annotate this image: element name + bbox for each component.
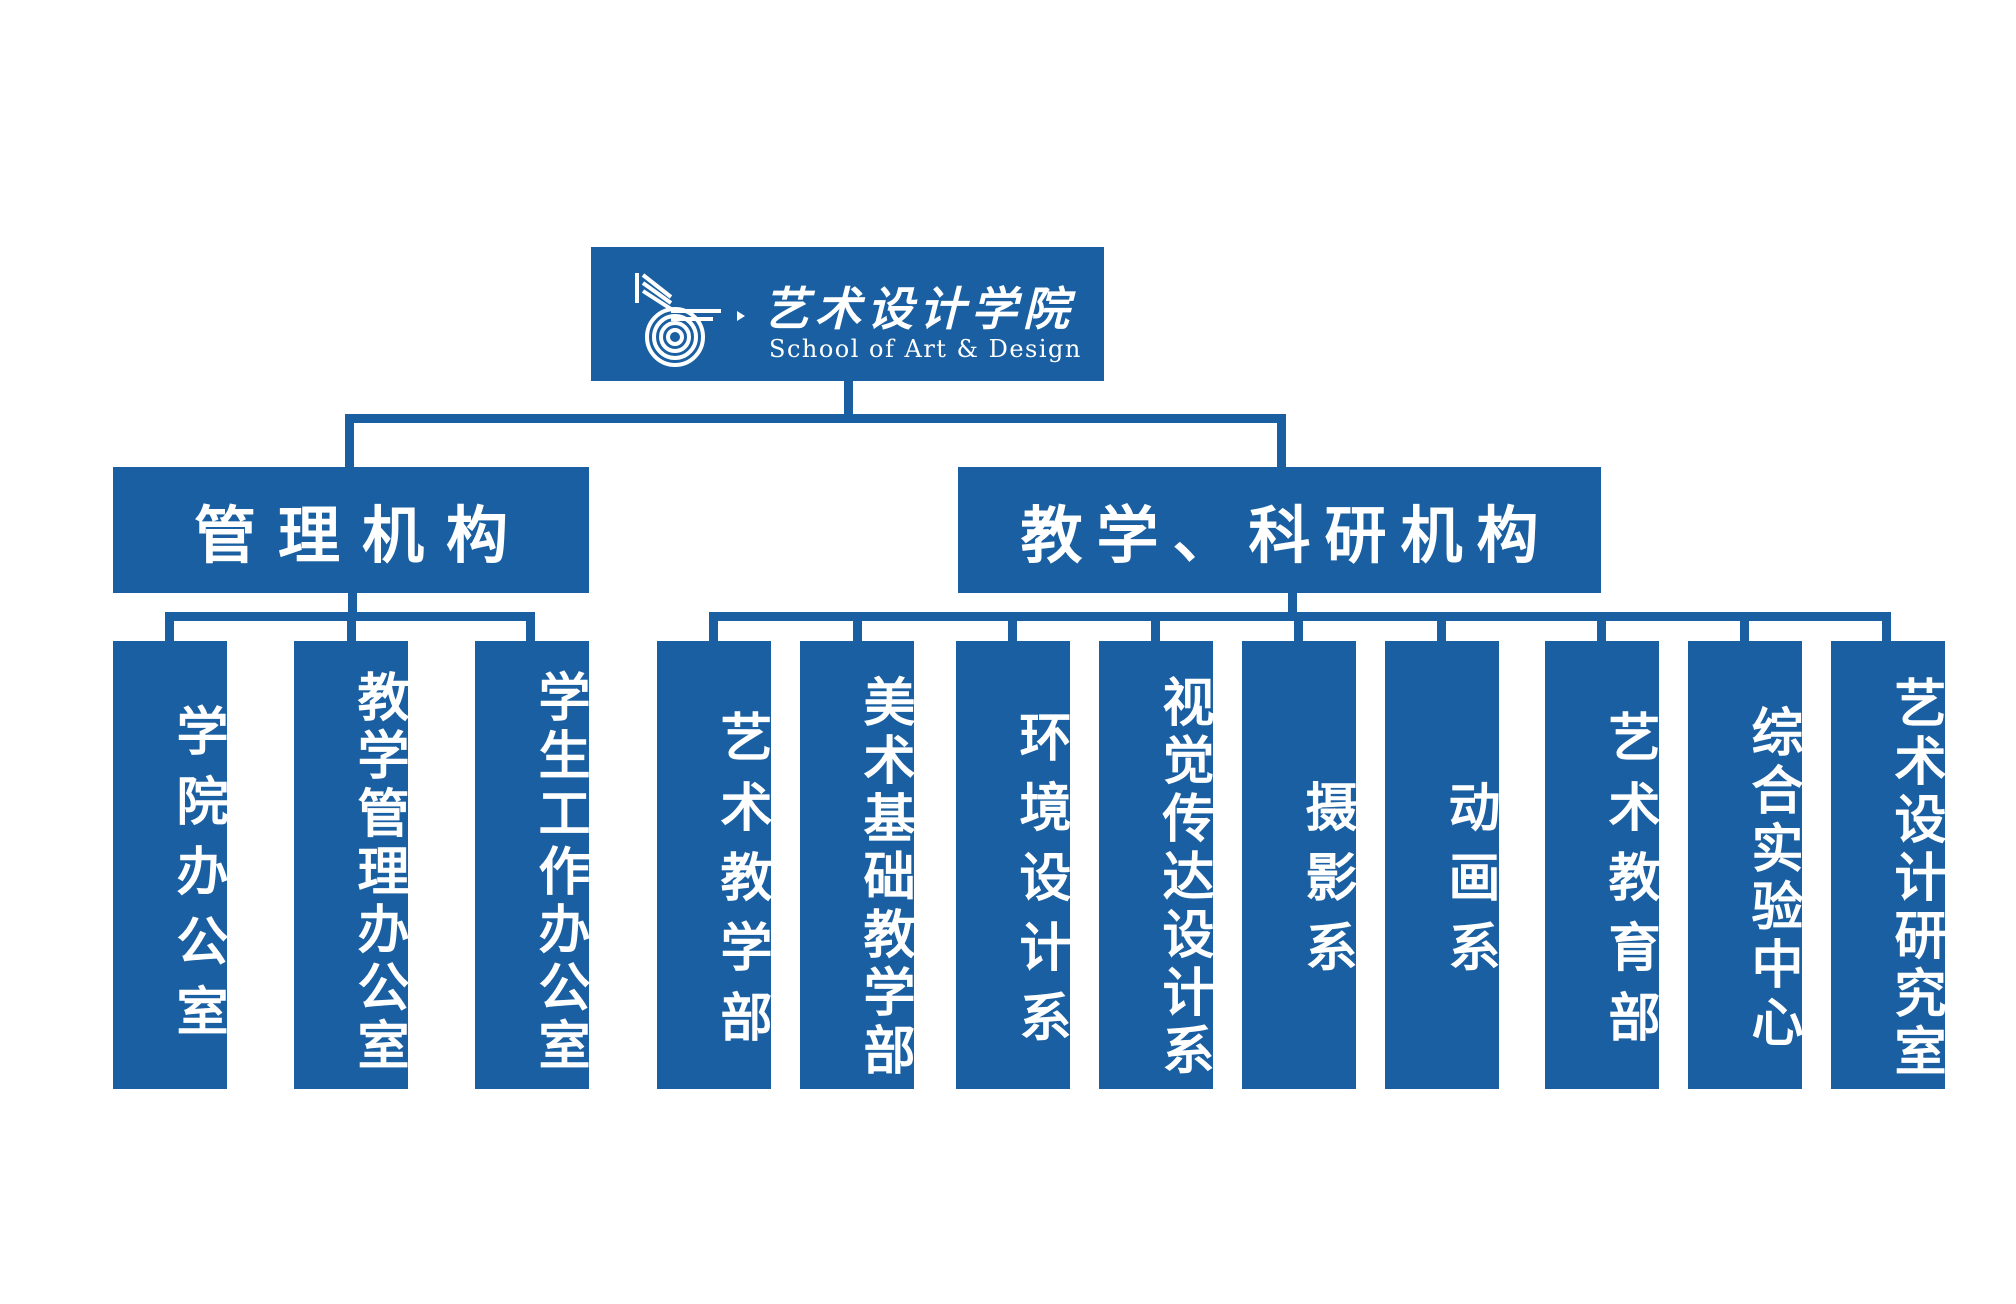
connector bbox=[1597, 612, 1606, 642]
school-emblem-icon bbox=[635, 273, 745, 367]
group-management: 管理机构 bbox=[113, 467, 589, 593]
connector bbox=[347, 612, 356, 642]
connector bbox=[526, 612, 535, 642]
dept-label: 教学管理办公室 bbox=[348, 670, 408, 1076]
dept-photography: 摄影系 bbox=[1242, 641, 1356, 1089]
connector bbox=[345, 414, 354, 468]
dept-fine-arts-foundation: 美术基础教学部 bbox=[800, 641, 914, 1089]
dept-label: 动画系 bbox=[1439, 780, 1499, 990]
connector bbox=[1288, 593, 1297, 617]
connector bbox=[844, 381, 853, 418]
connector bbox=[1008, 612, 1017, 642]
dept-teaching-admin-office: 教学管理办公室 bbox=[294, 641, 408, 1089]
dept-label: 综合实验中心 bbox=[1742, 705, 1802, 1053]
school-name-en: School of Art & Design bbox=[769, 335, 1082, 363]
dept-label: 环境设计系 bbox=[1010, 710, 1070, 1060]
connector bbox=[348, 593, 357, 617]
connector bbox=[1740, 612, 1749, 642]
school-name-cn: 艺术设计学院 bbox=[763, 282, 1075, 336]
dept-label: 美术基础教学部 bbox=[854, 675, 914, 1081]
connector bbox=[709, 612, 718, 642]
dept-label: 艺术设计研究室 bbox=[1885, 676, 1945, 1082]
dept-label: 视觉传达设计系 bbox=[1153, 675, 1213, 1081]
group-label: 教学、科研机构 bbox=[1020, 499, 1553, 572]
dept-student-affairs-office: 学生工作办公室 bbox=[475, 641, 589, 1089]
dept-art-teaching: 艺术教学部 bbox=[657, 641, 771, 1089]
group-teaching-research: 教学、科研机构 bbox=[958, 467, 1601, 593]
connector bbox=[165, 612, 174, 642]
dept-label: 摄影系 bbox=[1296, 780, 1356, 990]
dept-environment-design: 环境设计系 bbox=[956, 641, 1070, 1089]
dept-integrated-lab-center: 综合实验中心 bbox=[1688, 641, 1802, 1089]
connector bbox=[853, 612, 862, 642]
connector bbox=[1882, 612, 1891, 642]
connector bbox=[1277, 414, 1286, 468]
dept-visual-communication: 视觉传达设计系 bbox=[1099, 641, 1213, 1089]
dept-label: 学生工作办公室 bbox=[529, 670, 589, 1076]
dept-art-education: 艺术教育部 bbox=[1545, 641, 1659, 1089]
dept-college-office: 学院办公室 bbox=[113, 641, 227, 1089]
connector bbox=[1437, 612, 1446, 642]
connector bbox=[1294, 612, 1303, 642]
root-node: 艺术设计学院 School of Art & Design bbox=[591, 247, 1104, 381]
group-label: 管理机构 bbox=[193, 499, 530, 572]
connector bbox=[1151, 612, 1160, 642]
dept-design-research-lab: 艺术设计研究室 bbox=[1831, 641, 1945, 1089]
connector bbox=[345, 414, 1285, 423]
dept-label: 艺术教育部 bbox=[1599, 710, 1659, 1060]
dept-label: 学院办公室 bbox=[167, 704, 227, 1054]
dept-animation: 动画系 bbox=[1385, 641, 1499, 1089]
dept-label: 艺术教学部 bbox=[711, 710, 771, 1060]
